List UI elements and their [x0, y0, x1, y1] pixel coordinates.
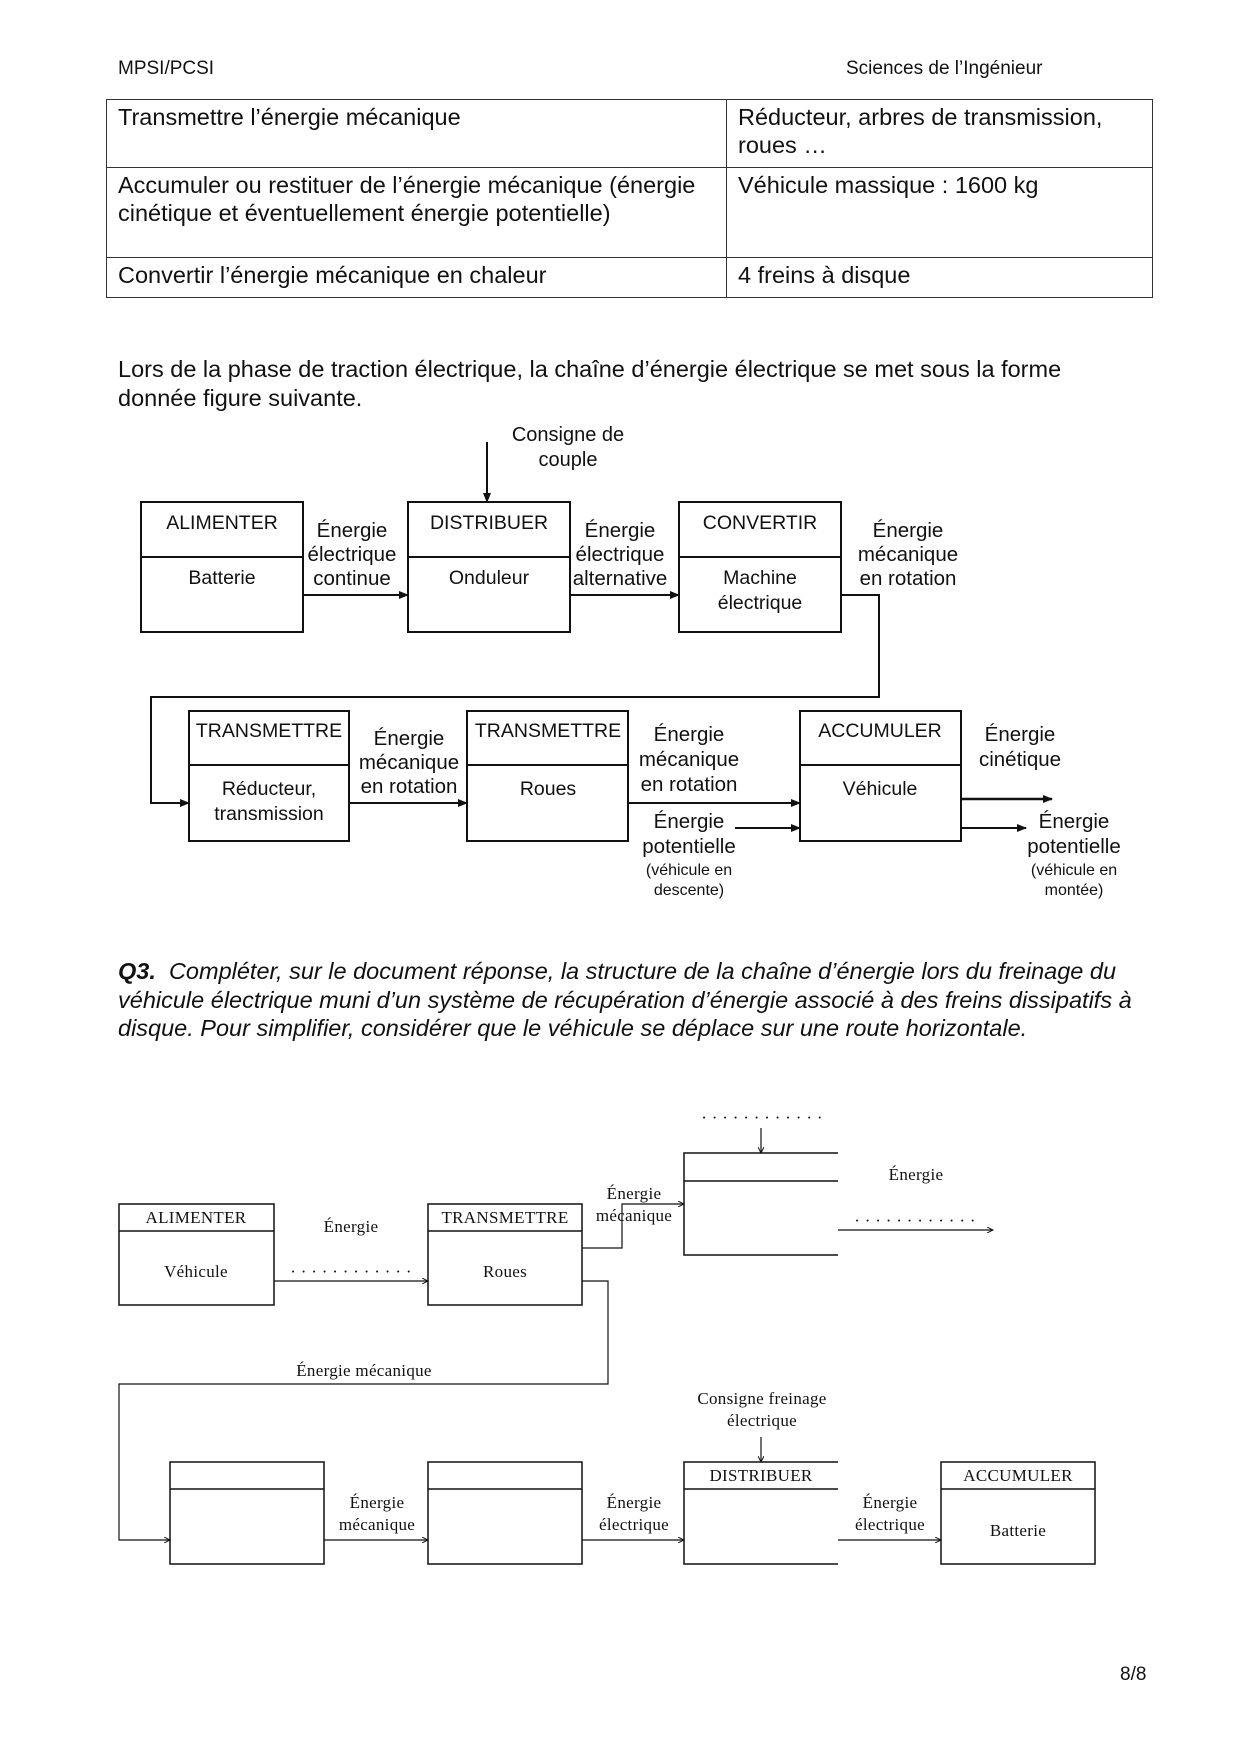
answer-accumuler-function: ACCUMULER [963, 1466, 1073, 1485]
answer-label-consigne-1: Consigne freinage [697, 1389, 826, 1408]
flow-label-6a: Énergie [654, 810, 725, 833]
table-row: Convertir l’énergie mécanique en chaleur… [106, 257, 1153, 298]
answer-label-meca-bottom-2: mécanique [339, 1515, 415, 1534]
answer-dots-1: · · · · · · · · · · · · [290, 1262, 412, 1281]
header-subject: Sciences de l’Ingénieur [846, 58, 1043, 79]
answer-label-elec-2a: Énergie [863, 1493, 918, 1512]
table-cell-solution: Réducteur, arbres de transmission, roues… [726, 99, 1153, 168]
block-transmettre1-component-2: transmission [214, 803, 323, 825]
table-cell-solution: 4 freins à disque [726, 257, 1153, 298]
flow-label-5a: Énergie [654, 723, 725, 746]
flow-label-2b: électrique [576, 543, 665, 566]
question-text: Compléter, sur le document réponse, la s… [118, 958, 1132, 1041]
block-convertir-function: CONVERTIR [703, 512, 818, 534]
answer-block-empty-top [683, 1152, 838, 1256]
answer-alimenter-component: Véhicule [164, 1262, 228, 1281]
flow-note-6b: descente) [654, 882, 724, 899]
block-distribuer [407, 501, 571, 633]
flow-label-3a: Énergie [873, 519, 944, 542]
block-transmettre1-function: TRANSMETTRE [196, 720, 342, 742]
table-row: Accumuler ou restituer de l’énergie méca… [106, 167, 1153, 258]
answer-dots-right: · · · · · · · · · · · · [854, 1211, 976, 1230]
answer-label-elec-1b: électrique [599, 1515, 669, 1534]
flow-label-3b: mécanique [858, 543, 958, 566]
flow-label-6b: potentielle [642, 835, 735, 858]
question-number: Q3. [118, 958, 156, 984]
intro-paragraph: Lors de la phase de traction électrique,… [118, 356, 1062, 411]
consigne-couple-label-2: couple [539, 449, 598, 471]
flow-label-7a: Énergie [985, 723, 1056, 746]
flow-label-2c: alternative [573, 567, 668, 590]
block-convertir-component-2: électrique [718, 592, 803, 614]
block-alimenter [140, 501, 304, 633]
answer-arrow-loop [118, 1280, 609, 1540]
flow-note-6a: (véhicule en [646, 862, 732, 879]
answer-transmettre-component: Roues [483, 1262, 527, 1281]
answer-diagram: ALIMENTER Véhicule TRANSMETTRE Roues DIS… [118, 1108, 1096, 1565]
answer-label-elec-1a: Énergie [607, 1493, 662, 1512]
block-accumuler-component: Véhicule [843, 778, 918, 800]
table-cell-function: Accumuler ou restituer de l’énergie méca… [106, 167, 727, 258]
block-convertir-component-1: Machine [723, 567, 797, 589]
answer-block-empty-2 [427, 1461, 583, 1565]
block-transmettre-2 [466, 710, 629, 842]
block-transmettre1-component-1: Réducteur, [222, 778, 316, 800]
answer-dots-consigne: · · · · · · · · · · · · [701, 1108, 823, 1127]
answer-label-energie-mecanique-loop: Énergie mécanique [296, 1361, 432, 1380]
answer-block-accumuler [940, 1461, 1096, 1565]
answer-label-meca-bottom-1: Énergie [350, 1493, 405, 1512]
answer-label-energie-top: Énergie [324, 1217, 379, 1236]
flow-label-8b: potentielle [1027, 835, 1120, 858]
answer-block-alimenter [118, 1203, 275, 1306]
flow-note-8b: montée) [1045, 882, 1104, 899]
consigne-couple-label-1: Consigne de [512, 424, 624, 446]
block-transmettre2-component: Roues [520, 778, 577, 800]
header-course: MPSI/PCSI [118, 58, 215, 79]
block-accumuler-function: ACCUMULER [818, 720, 942, 742]
block-alimenter-function: ALIMENTER [166, 512, 278, 534]
block-convertir [678, 501, 842, 633]
answer-block-transmettre [427, 1203, 583, 1306]
answer-label-elec-2b: électrique [855, 1515, 925, 1534]
flow-label-1a: Énergie [317, 519, 388, 542]
flow-label-2a: Énergie [585, 519, 656, 542]
answer-label-energie-meca-top-1: Énergie [607, 1184, 662, 1203]
table-cell-function: Transmettre l’énergie mécanique [106, 99, 727, 168]
flow-arrow-3 [150, 594, 880, 807]
answer-block-empty-1 [169, 1461, 325, 1565]
flow-label-1b: électrique [308, 543, 397, 566]
answer-arrow-2 [582, 1204, 684, 1249]
flow-label-4a: Énergie [374, 727, 445, 750]
block-transmettre2-function: TRANSMETTRE [475, 720, 621, 742]
question-q3: Q3. Compléter, sur le document réponse, … [118, 957, 1163, 1043]
flow-label-3c: en rotation [860, 567, 957, 590]
function-table: Transmettre l’énergie mécanique Réducteu… [106, 99, 1153, 298]
answer-alimenter-function: ALIMENTER [146, 1208, 247, 1227]
answer-label-energie-right: Énergie [889, 1165, 944, 1184]
block-transmettre-1 [188, 710, 350, 842]
flow-label-4c: en rotation [361, 775, 458, 798]
block-distribuer-component: Onduleur [449, 567, 530, 589]
flow-label-8a: Énergie [1039, 810, 1110, 833]
answer-accumuler-component: Batterie [990, 1521, 1046, 1540]
answer-transmettre-function: TRANSMETTRE [441, 1208, 568, 1227]
answer-label-consigne-2: électrique [727, 1411, 797, 1430]
flow-label-4b: mécanique [359, 751, 459, 774]
flow-label-1c: continue [313, 567, 391, 590]
flow-note-8a: (véhicule en [1031, 862, 1117, 879]
table-cell-solution: Véhicule massique : 1600 kg [726, 167, 1153, 258]
page-number: 8/8 [1120, 1664, 1147, 1685]
flow-label-7b: cinétique [979, 748, 1061, 771]
block-accumuler [799, 710, 962, 842]
table-row: Transmettre l’énergie mécanique Réducteu… [106, 99, 1153, 168]
table-cell-function: Convertir l’énergie mécanique en chaleur [106, 257, 727, 298]
block-alimenter-component: Batterie [188, 567, 255, 589]
answer-label-energie-meca-top-2: mécanique [596, 1206, 672, 1225]
flow-label-5b: mécanique [639, 748, 739, 771]
flow-label-5c: en rotation [641, 773, 738, 796]
answer-distribuer-function: DISTRIBUER [709, 1466, 812, 1485]
block-distribuer-function: DISTRIBUER [430, 512, 548, 534]
